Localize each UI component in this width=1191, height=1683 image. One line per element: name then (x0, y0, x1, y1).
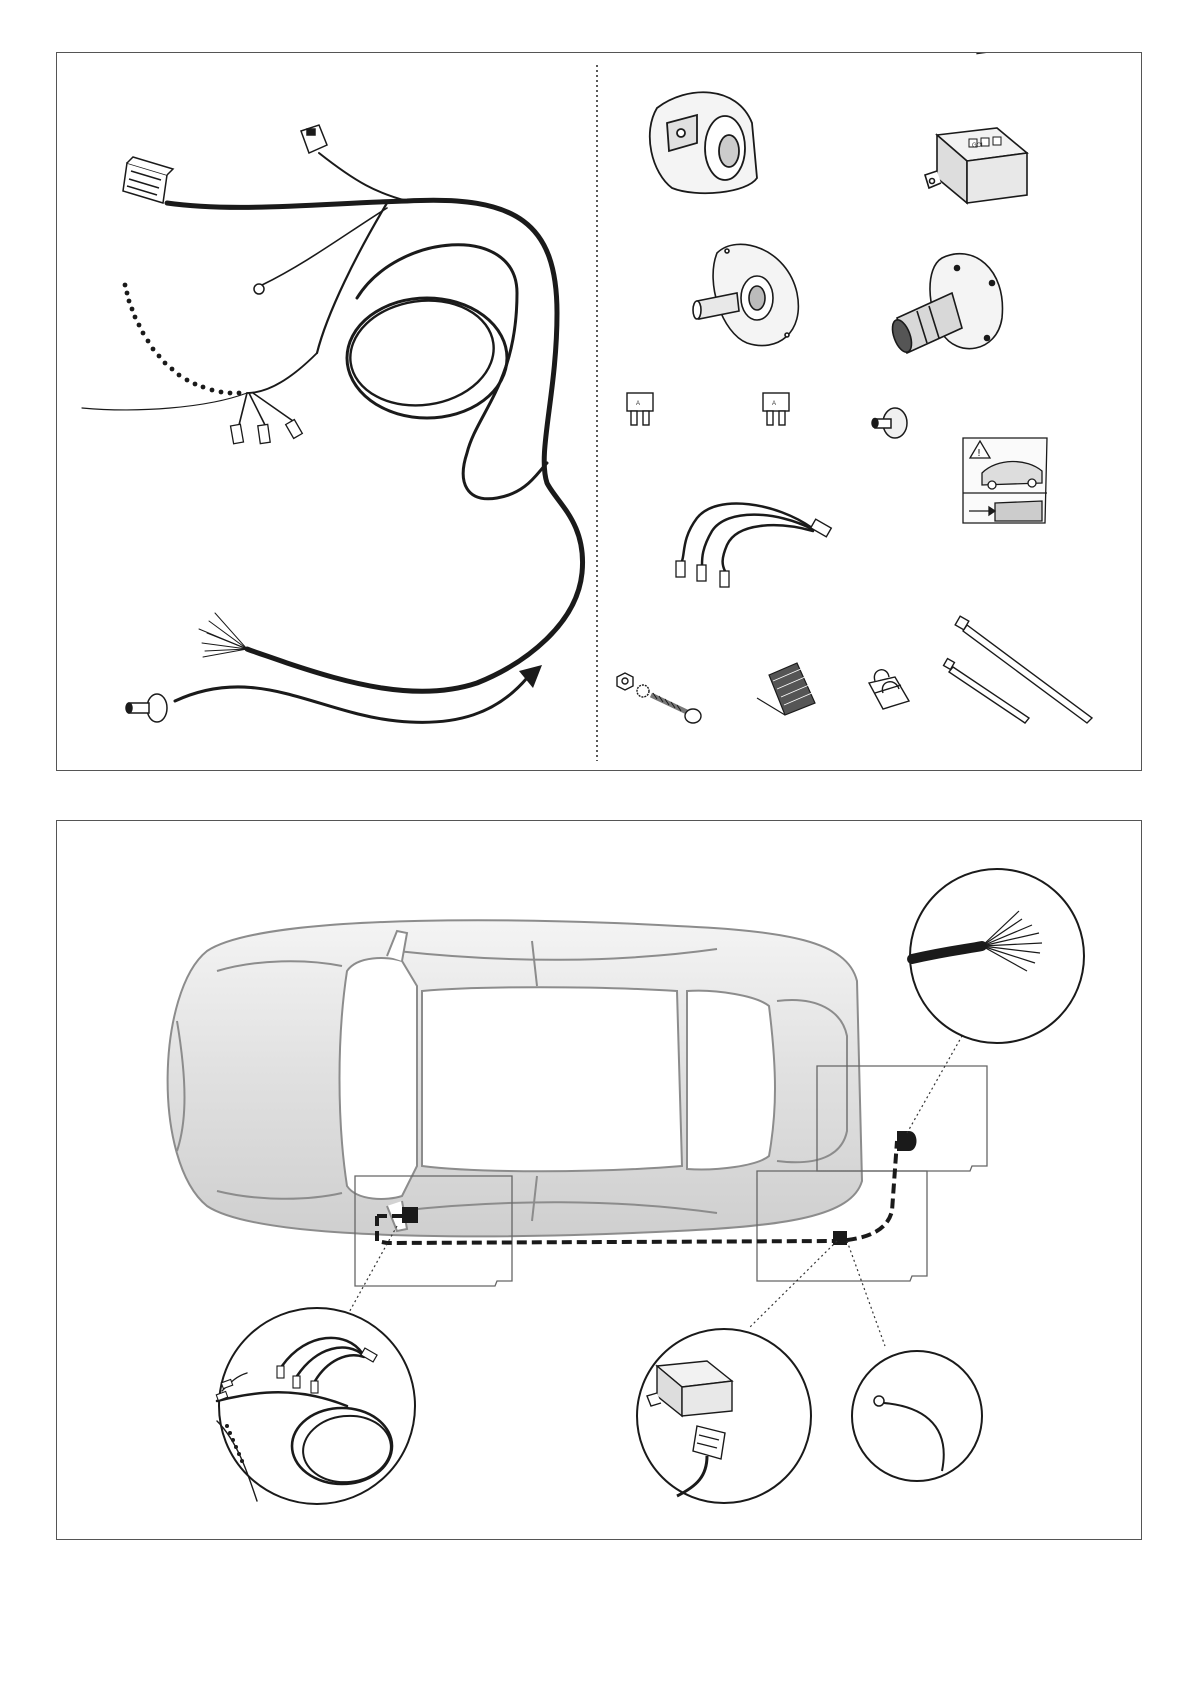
fuse-1-label: A (636, 401, 640, 407)
socket-plate-rubber-seal (889, 254, 1003, 355)
module-label: GCI (972, 143, 983, 149)
spade-terminals (231, 420, 303, 444)
fuse-2 (763, 393, 789, 425)
leader-control-module (749, 1241, 837, 1328)
ring-terminal (254, 284, 264, 294)
car-top-view (168, 920, 862, 1236)
kit-contents-panel: GCI A A (56, 52, 1142, 771)
control-module (925, 53, 1027, 203)
rubber-grommet-small (872, 408, 907, 438)
leader-rear-bundle (907, 1036, 962, 1133)
installation-drawing (57, 821, 1143, 1541)
control-module-marker (833, 1231, 847, 1245)
callout-rear-wire-bundle (910, 869, 1084, 1043)
installation-overview-panel (56, 820, 1142, 1540)
pigtail-adapter (676, 504, 831, 587)
harness-plug-top (301, 125, 327, 153)
svg-text:!: ! (977, 448, 981, 459)
socket-marker (897, 1131, 917, 1151)
warning-sticker: ! (963, 438, 1047, 523)
grommet-left (126, 694, 167, 722)
fuse-1 (627, 393, 653, 425)
cable-tie-1 (955, 616, 1092, 723)
callout-front-connection (216, 1308, 415, 1504)
kit-contents-drawing: GCI A A (57, 53, 1143, 772)
beaded-cable (123, 283, 242, 396)
wiring-harness (82, 153, 583, 722)
wire-clip (869, 670, 909, 709)
fuse-2-label: A (772, 401, 776, 407)
adhesive-pad (757, 663, 815, 715)
socket-plate-flat (693, 244, 798, 345)
harness-connector (123, 157, 173, 203)
callout-ground-terminal (852, 1351, 982, 1481)
callout-control-module (637, 1329, 811, 1503)
bolt-nut-washer (617, 673, 701, 723)
leader-ground-terminal (847, 1241, 885, 1346)
trailer-socket (650, 92, 757, 193)
front-connection-marker (402, 1207, 418, 1223)
